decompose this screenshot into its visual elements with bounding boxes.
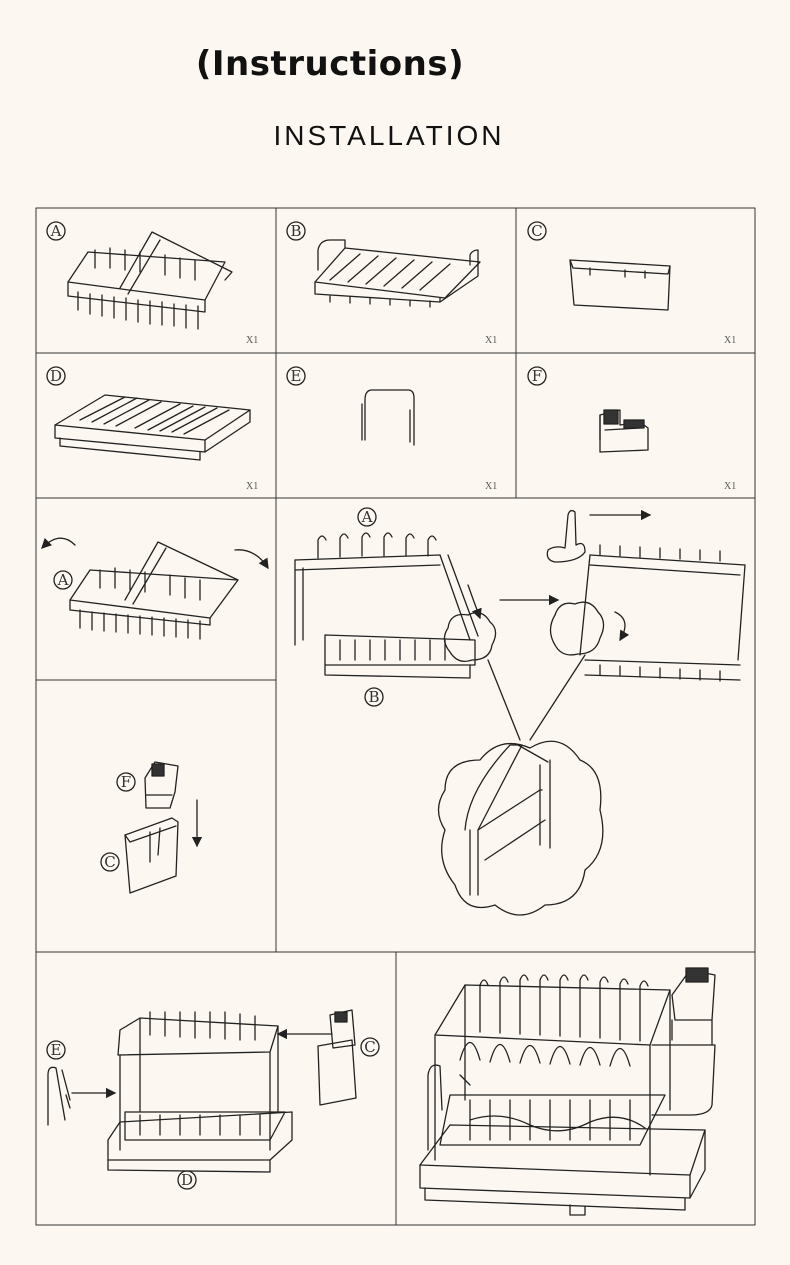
callout-leader-lines (487, 654, 586, 741)
part-c-utensil-holder-drawing (569, 259, 671, 311)
step-holder-knife-holder-drawing (144, 761, 179, 809)
part-b-cell: B X1 (286, 221, 497, 346)
finished-product-cell (419, 967, 716, 1216)
part-e-qty: X1 (485, 481, 497, 492)
part-e-cell: E X1 (286, 366, 497, 492)
slide-down-arrow (467, 584, 482, 620)
step-assemble-cup-hook-drawing (47, 1066, 71, 1126)
step-unfold-label: A (57, 571, 69, 589)
step-attach-side-view-drawing (579, 544, 746, 682)
step-assemble-rack-drawing (107, 1011, 293, 1173)
part-b-lower-basket-drawing (314, 239, 481, 308)
step-unfold-rack-drawing (69, 541, 239, 640)
step-assemble-cell: E C D (46, 1009, 380, 1190)
part-a-upper-rack-drawing (67, 231, 233, 313)
page-subtitle: INSTALLATION (273, 120, 505, 151)
callout-cloud-left (443, 612, 497, 663)
step-attach-lower-basket-drawing (324, 634, 476, 679)
part-f-qty: X1 (724, 481, 736, 492)
step-holder-c-label: C (104, 853, 115, 871)
step-attach-b-label: B (368, 688, 379, 706)
part-c-label: C (531, 222, 542, 240)
step-assemble-c-label: C (364, 1038, 375, 1056)
callout-cloud-right (549, 601, 605, 656)
part-a-tines (77, 291, 199, 330)
step-assemble-e-label: E (51, 1041, 62, 1059)
rotate-left-arrow (41, 537, 76, 549)
step-holder-utensil-holder-drawing (124, 817, 179, 894)
part-b-qty: X1 (485, 335, 497, 346)
rotate-clip-arrow (614, 611, 630, 642)
push-hand-icon (546, 509, 586, 563)
part-c-cell: C X1 (527, 221, 736, 346)
part-e-cup-hook-drawing (361, 389, 415, 446)
step-holder-f-label: F (121, 773, 131, 791)
rotate-right-arrow (234, 549, 269, 570)
step-assemble-d-label: D (181, 1171, 193, 1189)
step-attach-a-label: A (361, 508, 373, 526)
part-a-label: A (50, 222, 62, 240)
part-d-qty: X1 (246, 481, 258, 492)
page-title: (Instructions) (195, 44, 465, 84)
step-holder-cell: F C (100, 761, 203, 894)
finished-cup-hook-drawing (427, 1064, 471, 1151)
detail-cloud-magnified (437, 740, 604, 916)
part-a-cell: A X1 (46, 221, 258, 346)
part-f-label: F (532, 367, 542, 385)
step-attach-cell: A B (294, 507, 746, 916)
step-unfold-cell: A (41, 537, 269, 640)
part-d-drip-tray-drawing (54, 394, 251, 461)
finished-drip-tray-drawing (419, 1124, 706, 1216)
part-b-label: B (290, 222, 301, 240)
finished-utensil-holder-drawing (651, 967, 716, 1116)
finished-rack-drawing (434, 974, 671, 1176)
part-d-label: D (50, 367, 62, 385)
part-d-cell: D X1 (46, 366, 258, 492)
grid-frame (35, 207, 756, 1226)
part-f-knife-holder-drawing (599, 409, 649, 453)
part-c-qty: X1 (724, 335, 736, 346)
part-e-label: E (291, 367, 302, 385)
step-attach-upper-rack-drawing (294, 532, 479, 646)
step-assemble-utensil-holder-drawing (317, 1009, 357, 1106)
part-a-qty: X1 (246, 335, 258, 346)
part-f-cell: F X1 (527, 366, 736, 492)
